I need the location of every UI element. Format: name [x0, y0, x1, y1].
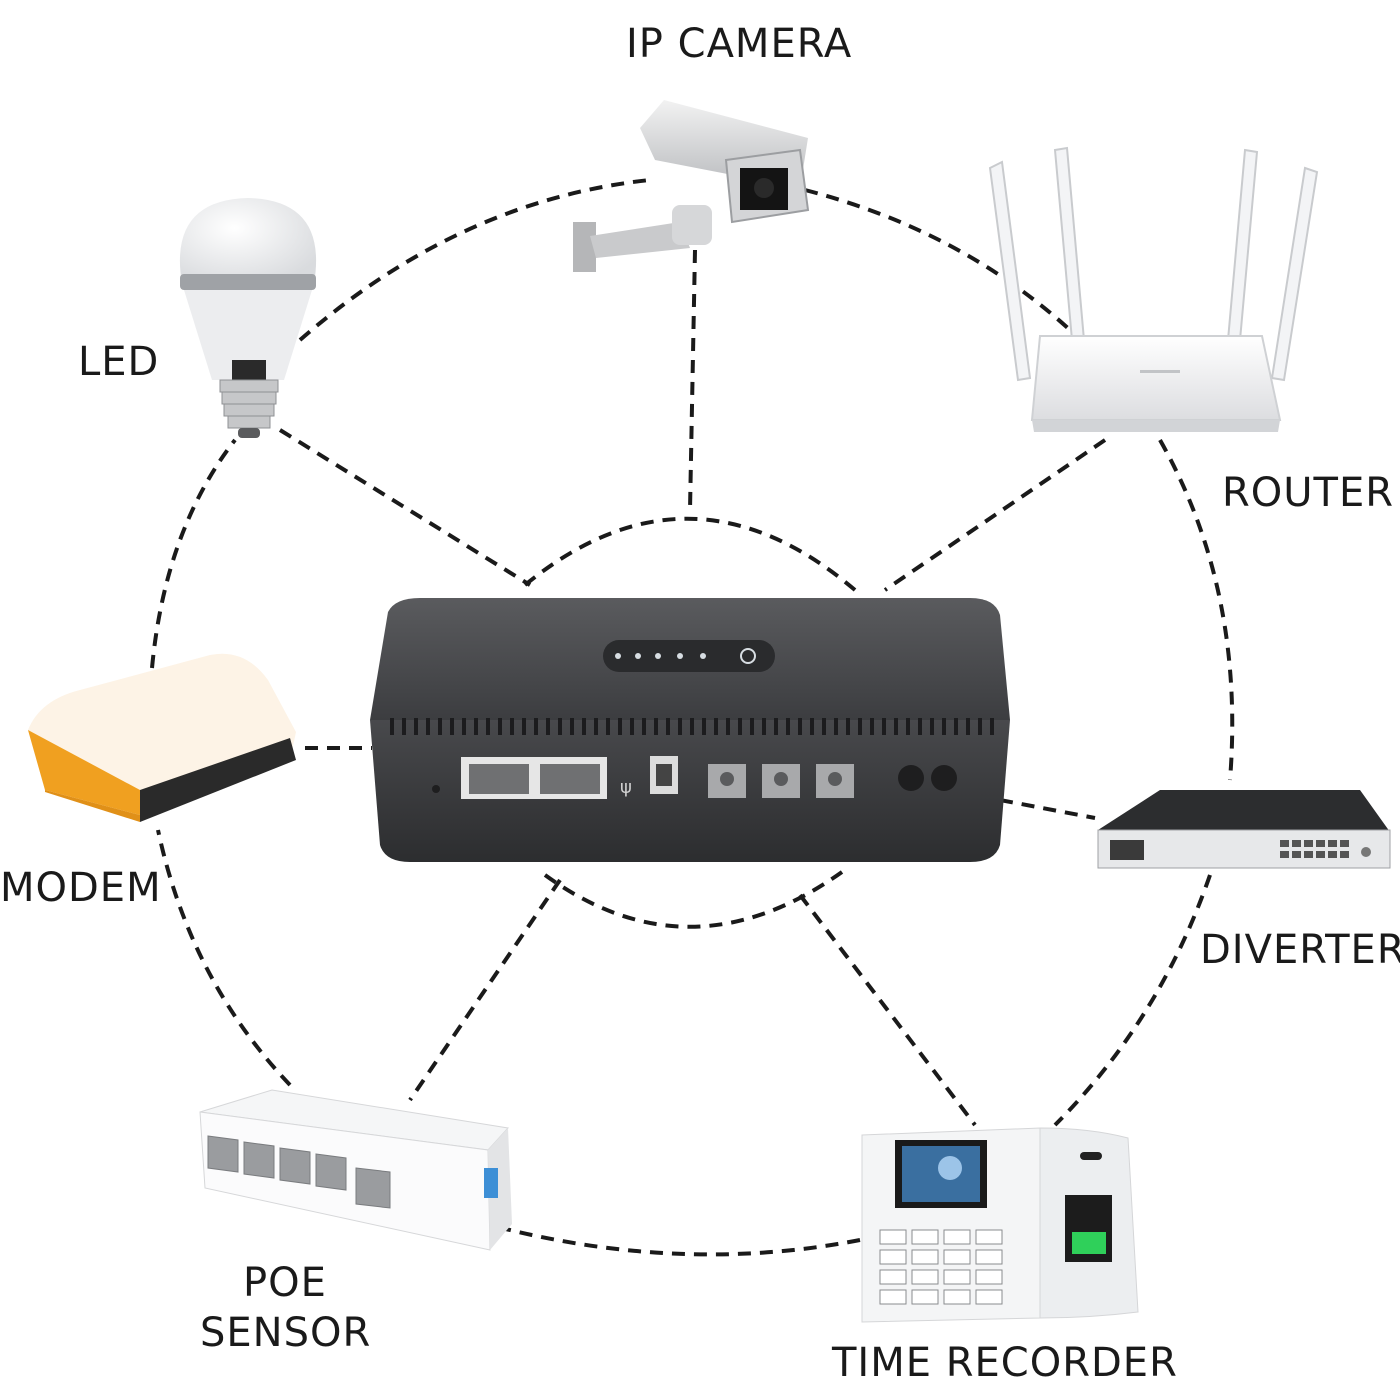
svg-text:ψ: ψ — [620, 777, 632, 798]
inner-ring — [523, 516, 857, 592]
label-router: ROUTER — [1222, 470, 1395, 516]
spoke-led — [278, 428, 532, 587]
outer-ring — [804, 188, 1072, 332]
spoke-diverter — [999, 798, 1096, 820]
connections — [150, 178, 1235, 1257]
led-bulb-icon — [179, 198, 317, 438]
label-ip-camera: IP CAMERA — [626, 21, 853, 67]
vent-slots — [390, 718, 994, 735]
label-modem: MODEM — [0, 865, 162, 911]
label-poe-line2: SENSOR — [200, 1310, 372, 1356]
inner-ring — [543, 870, 844, 929]
outer-ring — [489, 1223, 861, 1257]
outer-ring — [1158, 439, 1235, 781]
status-led-icons — [615, 653, 706, 659]
spoke-router — [883, 438, 1107, 592]
label-poe-sensor: POE SENSOR — [200, 1258, 370, 1358]
label-time-recorder: TIME RECORDER — [832, 1340, 1178, 1386]
barrel-jack-icons — [898, 765, 957, 791]
spoke-camera — [688, 249, 697, 511]
label-diverter: DIVERTER — [1200, 927, 1400, 973]
label-led: LED — [78, 339, 160, 385]
spoke-poe — [408, 878, 562, 1102]
outer-ring — [150, 438, 237, 669]
time-recorder-icon — [861, 1127, 1139, 1323]
outer-ring — [298, 178, 651, 342]
ups-hub-icon: ψ — [370, 598, 1010, 862]
poe-switch-icon — [199, 1089, 512, 1251]
dc-port-icons — [708, 764, 854, 798]
label-poe-line1: POE — [243, 1260, 327, 1306]
diverter-icon — [1097, 790, 1391, 869]
ethernet-port-icons — [461, 757, 607, 799]
spoke-time — [798, 893, 977, 1127]
modem-icon — [28, 653, 296, 822]
router-icon — [988, 146, 1319, 432]
ip-camera-icon — [573, 100, 810, 272]
outer-ring — [156, 829, 292, 1087]
power-button-icon — [740, 648, 756, 664]
status-panel — [603, 640, 775, 672]
outer-ring — [1053, 874, 1212, 1127]
